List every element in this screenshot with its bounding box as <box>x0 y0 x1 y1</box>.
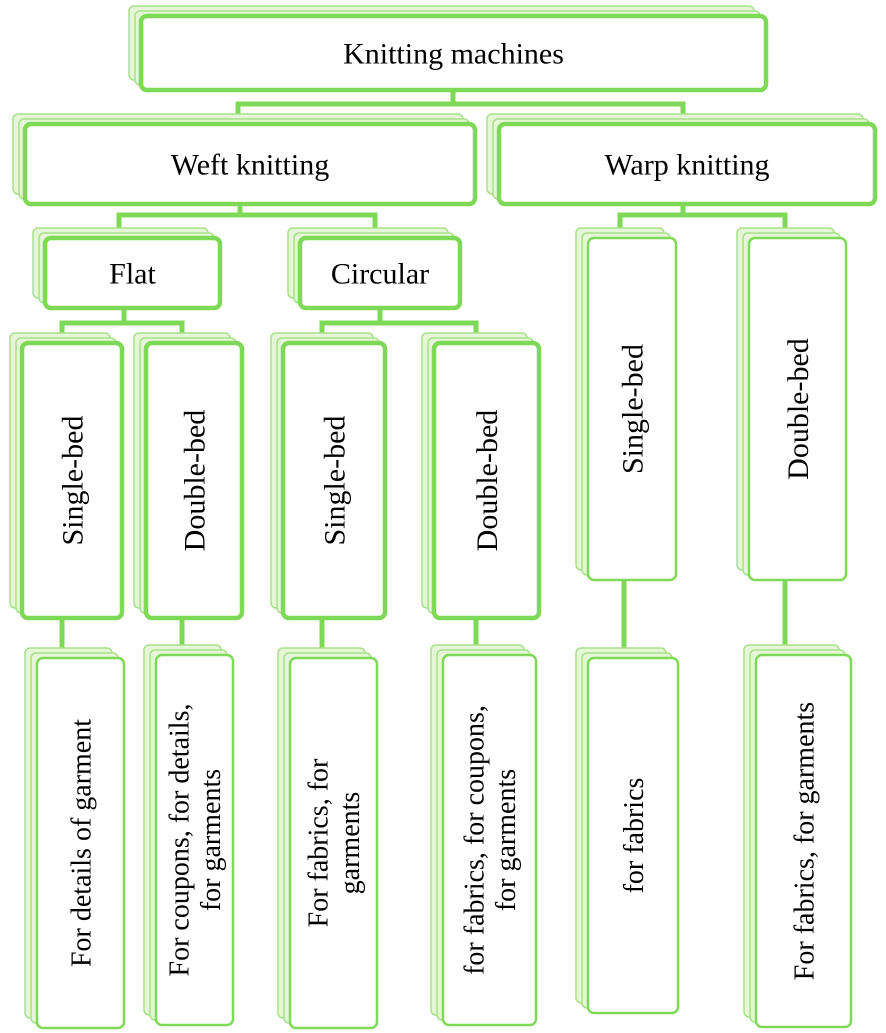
node-weft-knitting: Weft knitting <box>12 113 478 207</box>
node-box <box>431 340 542 621</box>
node-label: Single-bed <box>57 416 90 546</box>
node-label-line: for fabrics, for coupons, <box>460 705 491 975</box>
node-label: For coupons, for details,for garments <box>165 704 227 977</box>
node-warp-single-bed: Single-bed <box>575 227 678 582</box>
node-box <box>154 653 235 1027</box>
node-use-circular-single: For fabrics, forgarments <box>277 647 379 1030</box>
node-use-warp-single: for fabrics <box>575 647 680 1015</box>
node-label-line: for fabrics <box>619 778 650 894</box>
node-box <box>143 340 245 621</box>
node-label: for fabrics <box>619 778 650 894</box>
node-label-line: For fabrics, for garments <box>789 702 820 980</box>
node-box <box>297 235 463 311</box>
node-label-line: for garments <box>196 769 227 911</box>
node-circular: Circular <box>287 227 463 311</box>
node-label-line: garments <box>335 792 366 895</box>
connector-line <box>617 204 686 238</box>
node-label: Single-bed <box>319 416 352 546</box>
node-label-line: for garments <box>491 769 522 911</box>
node-use-circular-double: for fabrics, for coupons,for garments <box>430 644 538 1027</box>
node-warp-double-bed: Double-bed <box>736 227 848 582</box>
node-warp-knitting: Warp knitting <box>486 113 878 207</box>
node-box <box>19 340 125 621</box>
node-label-line: Single-bed <box>319 416 352 546</box>
node-label-line: Double-bed <box>179 410 212 552</box>
node-label: Double-bed <box>471 410 504 552</box>
node-flat-double-bed: Double-bed <box>133 332 245 621</box>
node-label-line: Single-bed <box>617 344 650 474</box>
node-label-line: Double-bed <box>471 410 504 552</box>
node-label: Warp knitting <box>604 149 769 182</box>
node-label: Circular <box>331 258 429 291</box>
node-label-line: Flat <box>109 258 156 291</box>
node-flat-single-bed: Single-bed <box>9 332 125 621</box>
node-label: For fabrics, for garments <box>789 702 820 980</box>
node-label-line: Weft knitting <box>171 149 329 182</box>
node-label-line: Knitting machines <box>343 38 564 71</box>
node-label: Double-bed <box>782 338 815 480</box>
node-box <box>441 653 538 1027</box>
node-use-flat-single: For details of garment <box>24 647 126 1030</box>
node-label-line: Circular <box>331 258 429 291</box>
node-use-warp-double: For fabrics, for garments <box>743 644 853 1029</box>
node-box <box>35 656 126 1030</box>
node-label: Knitting machines <box>343 38 564 71</box>
node-label-line: For details of garment <box>66 719 97 967</box>
node-label: For details of garment <box>66 719 97 967</box>
node-label: for fabrics, for coupons,for garments <box>460 705 522 975</box>
node-box <box>42 235 223 311</box>
node-box <box>586 656 680 1015</box>
node-box <box>22 121 478 207</box>
node-box <box>280 340 388 621</box>
node-label-line: Single-bed <box>57 416 90 546</box>
connector-line <box>116 204 243 238</box>
node-knitting-machines: Knitting machines <box>128 5 769 93</box>
node-box <box>288 656 379 1030</box>
node-label: For fabrics, forgarments <box>304 758 366 927</box>
node-label-line: For coupons, for details, <box>165 704 196 977</box>
node-label-line: Double-bed <box>782 338 815 480</box>
node-label: Flat <box>109 258 156 291</box>
node-box <box>138 13 769 93</box>
node-label-line: Warp knitting <box>604 149 769 182</box>
node-flat: Flat <box>32 227 223 311</box>
node-circular-single-bed: Single-bed <box>270 332 388 621</box>
node-label: Double-bed <box>179 410 212 552</box>
node-box <box>754 653 853 1029</box>
node-label: Single-bed <box>617 344 650 474</box>
node-label-line: For fabrics, for <box>304 758 335 927</box>
node-box <box>747 236 848 582</box>
node-label: Weft knitting <box>171 149 329 182</box>
node-use-flat-double: For coupons, for details,for garments <box>143 644 235 1027</box>
node-box <box>496 121 878 207</box>
node-box <box>586 236 678 582</box>
node-circular-double-bed: Double-bed <box>421 332 542 621</box>
